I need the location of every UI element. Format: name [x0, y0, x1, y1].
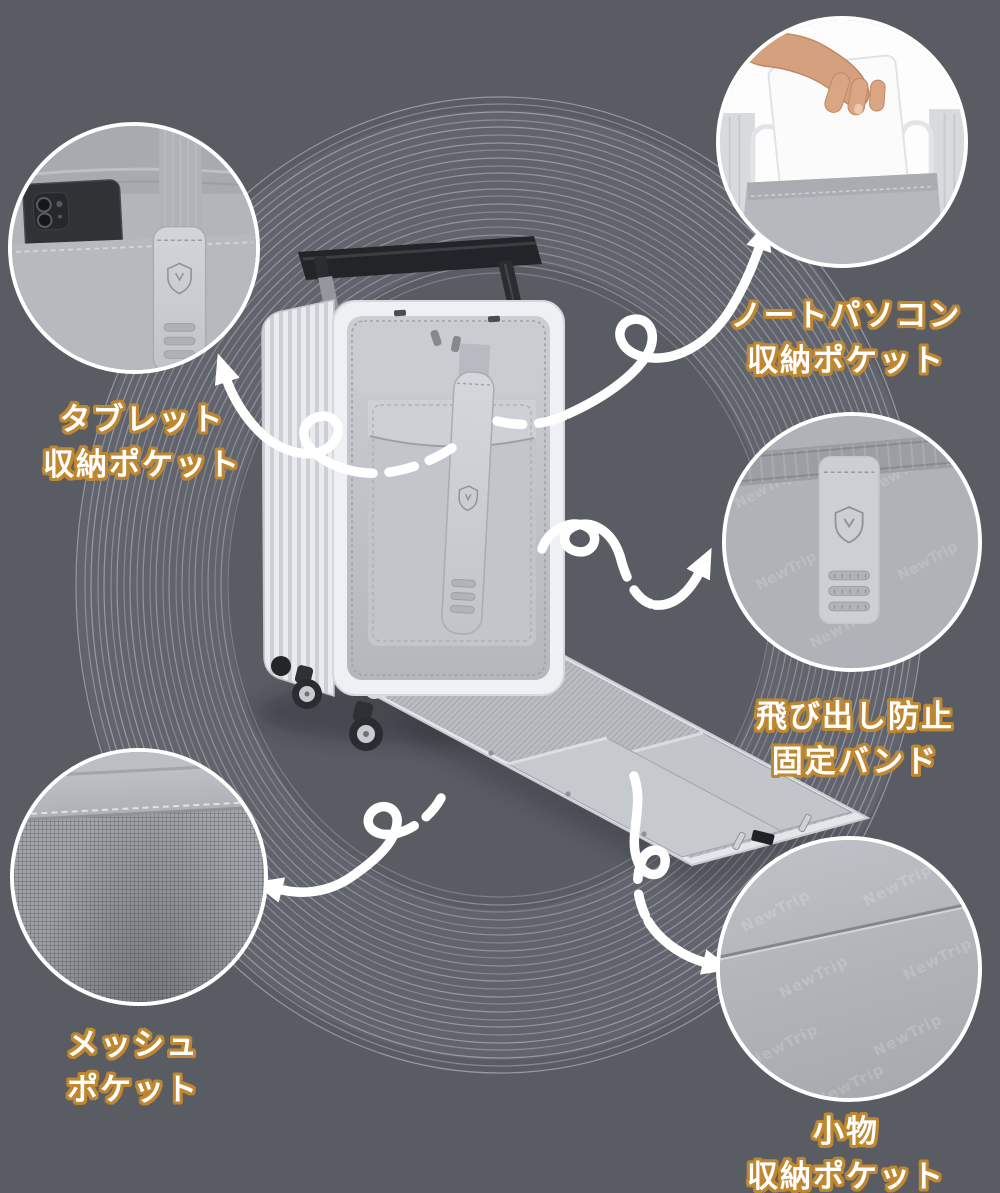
webbing-strap [159, 126, 202, 239]
laptop-pocket-circle [716, 16, 968, 268]
arrow-to-mesh-pocket [252, 793, 446, 903]
shell-ribbed-side [261, 299, 335, 698]
fixing-band [818, 455, 880, 625]
panel-mesh-pocket [506, 736, 783, 858]
label-fixing-band: 飛び出し防止 固定バンド [722, 695, 988, 785]
label-line: 収納ポケット [43, 446, 241, 483]
label-line: 収納ポケット [747, 1158, 945, 1193]
hand [732, 32, 886, 116]
label-laptop-pocket: ノートパソコン 収納ポケット [716, 294, 976, 384]
spinner-wheels [271, 656, 383, 751]
label-mesh-pocket: メッシュ ポケット [13, 1023, 253, 1113]
label-line: 収納ポケット [747, 342, 945, 379]
arrow-to-small-items-pocket [629, 771, 733, 975]
tablet-camera-icon [32, 191, 70, 231]
small-items-pocket-circle: NewTrip NewTrip NewTrip NewTrip NewTrip … [716, 836, 982, 1102]
arrow-to-laptop-pocket [492, 220, 772, 430]
front-opening [347, 316, 550, 680]
fabric-panel [720, 840, 978, 1098]
tablet-pocket-circle [8, 122, 260, 374]
zipper-pulls [430, 329, 462, 353]
open-front-panel [365, 635, 871, 867]
suitcase-shell [261, 299, 565, 698]
front-fixing-band [441, 343, 495, 635]
fixing-band [152, 225, 207, 370]
label-tablet-pocket: タブレット 収納ポケット [12, 398, 272, 488]
label-line: ノートパソコン [730, 298, 962, 334]
zipper [351, 320, 546, 676]
label-line: タブレット [59, 402, 225, 438]
shield-logo-icon [167, 262, 192, 295]
laptop-pocket [739, 172, 945, 264]
arrow-to-fixing-band [537, 519, 712, 610]
mesh-pocket-circle [10, 748, 268, 1006]
label-line: 小物 [813, 1114, 879, 1150]
label-line: ポケット [67, 1071, 199, 1108]
shield-logo-icon [834, 506, 864, 544]
label-line: 飛び出し防止 [756, 699, 954, 735]
label-line: 固定バンド [771, 743, 939, 780]
pocket-front [12, 234, 256, 370]
label-small-items-pocket: 小物 収納ポケット [713, 1110, 979, 1193]
label-line: メッシュ [67, 1027, 199, 1063]
arrow-to-tablet-pocket [214, 353, 457, 478]
fixing-band-circle: NewTrip NewTrip NewTrip NewTrip NewTrip [722, 412, 982, 672]
